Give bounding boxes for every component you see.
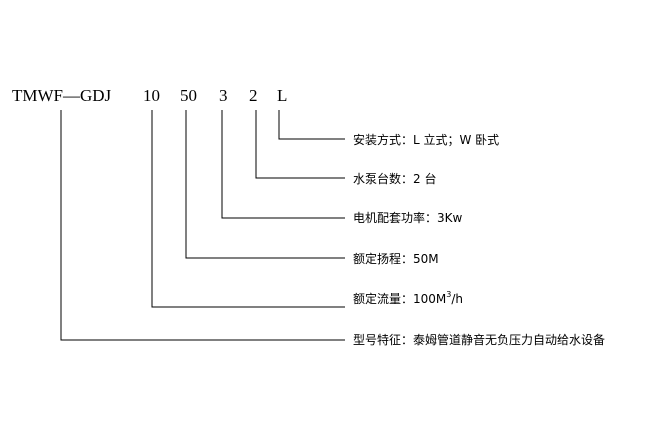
leader-head (185, 110, 345, 259)
desc-flow-unit: /h (451, 292, 463, 306)
desc-flow-sup: 3 (446, 290, 451, 299)
code-prefix: TMWF—GDJ (12, 86, 112, 105)
leader-model (60, 110, 345, 341)
leader-flow (151, 110, 345, 308)
desc-flow: 额定流量：100M3/h (353, 290, 463, 306)
code-pumps: 2 (249, 86, 258, 105)
leader-install (278, 110, 345, 140)
desc-flow-main: 额定流量：100M (353, 291, 446, 306)
desc-install: 安装方式：L 立式；W 卧式 (353, 132, 499, 147)
code-flow: 10 (143, 86, 160, 105)
code-power: 3 (219, 86, 228, 105)
code-head: 50 (180, 86, 197, 105)
desc-power: 电机配套功率：3Kw (353, 210, 463, 225)
leader-pumps (255, 110, 345, 179)
desc-pumps: 水泵台数：2 台 (353, 171, 436, 186)
code-install: L (277, 86, 287, 105)
desc-model: 型号特征：泰姆管道静音无负压力自动给水设备 (353, 332, 605, 347)
desc-head: 额定扬程：50M (353, 251, 439, 266)
leader-power (221, 110, 345, 219)
